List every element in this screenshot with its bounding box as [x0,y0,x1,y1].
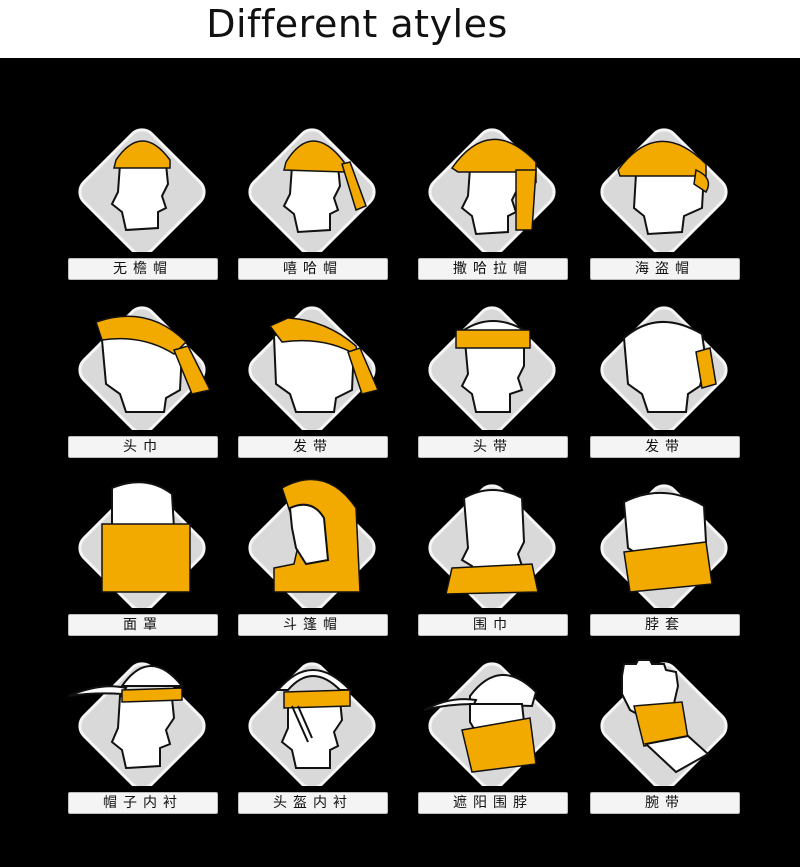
style-label: 遮阳围脖 [418,792,568,814]
style-label: 撒哈拉帽 [418,258,568,280]
hair-tie-style-icon [600,306,728,430]
style-card: 发带 [232,290,392,470]
face-mask-style-icon [78,481,206,608]
style-card: 遮阳围脖 [412,646,572,826]
style-label: 嘻哈帽 [238,258,388,280]
style-card: 发带 [584,290,744,470]
style-card: 头巾 [62,290,222,470]
style-card: 嘻哈帽 [232,112,392,292]
style-label: 围巾 [418,614,568,636]
hiphop-cap-style-icon [248,128,376,252]
neck-gaiter-style-icon [600,484,728,608]
style-label: 发带 [590,436,740,458]
scarf-style-icon [428,484,556,608]
style-label: 海盗帽 [590,258,740,280]
pirate-cap-style-icon [600,128,728,252]
style-label: 无檐帽 [68,258,218,280]
hat-liner-style-icon [67,662,206,786]
style-card: 腕带 [584,646,744,826]
wristband-style-icon [600,659,728,786]
style-label: 腕带 [590,792,740,814]
style-label: 头巾 [68,436,218,458]
style-card: 海盗帽 [584,112,744,292]
style-card: 无檐帽 [62,112,222,292]
hairband-style-icon [248,306,380,430]
style-card: 头带 [412,290,572,470]
style-card: 撒哈拉帽 [412,112,572,292]
style-card: 头盔内衬 [232,646,392,826]
headband-style-icon [428,306,556,430]
style-card: 脖套 [584,468,744,648]
style-label: 头带 [418,436,568,458]
sun-neck-shade-style-icon [423,662,556,786]
style-label: 脖套 [590,614,740,636]
style-card: 面罩 [62,468,222,648]
hood-style-icon [248,478,376,608]
style-label: 头盔内衬 [238,792,388,814]
style-label: 帽子内衬 [68,792,218,814]
style-card: 围巾 [412,468,572,648]
style-card: 斗篷帽 [232,468,392,648]
helmet-liner-style-icon [248,662,376,786]
style-label: 斗篷帽 [238,614,388,636]
style-label: 面罩 [68,614,218,636]
style-card: 帽子内衬 [62,646,222,826]
sahara-cap-style-icon [428,128,556,252]
headscarf-style-icon [78,306,212,430]
title-bar: Different atyles [0,0,800,58]
style-label: 发带 [238,436,388,458]
beanie-style-icon [78,128,206,252]
page-title: Different atyles [206,2,508,46]
styles-panel: 无檐帽 嘻哈帽 撒哈拉帽 海盗帽 [0,58,800,867]
